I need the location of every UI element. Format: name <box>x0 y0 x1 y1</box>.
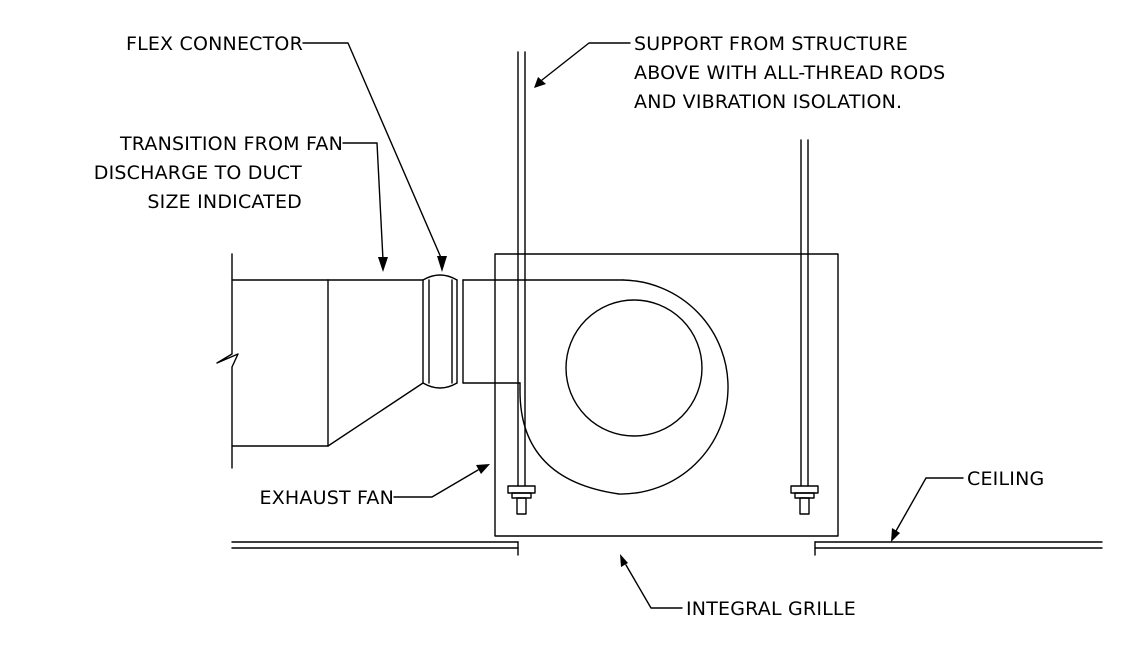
flex-connector <box>422 274 464 389</box>
fan-wheel <box>565 299 703 437</box>
leader-support <box>534 42 631 88</box>
leader-ceiling <box>891 477 964 542</box>
label-support-line3: AND VIBRATION ISOLATION. <box>634 91 902 113</box>
label-flex-connector: FLEX CONNECTOR <box>126 33 303 55</box>
leader-transition <box>342 142 388 272</box>
fan-cabinet <box>494 253 839 537</box>
leader-exhaust-fan <box>393 464 490 498</box>
hanger-rod-left <box>517 51 526 487</box>
fan-outlet <box>462 279 624 390</box>
transition <box>327 279 424 447</box>
label-transition-line3: SIZE INDICATED <box>147 191 302 213</box>
leader-flex-connector <box>302 42 447 272</box>
fan-scroll <box>519 279 729 495</box>
label-integral-grille: INTEGRAL GRILLE <box>686 598 856 620</box>
leader-integral-grille <box>620 554 683 609</box>
vibration-isolator-right <box>790 485 819 515</box>
hanger-rod-right <box>800 139 809 487</box>
label-ceiling: CEILING <box>967 468 1044 490</box>
label-exhaust-fan: EXHAUST FAN <box>259 487 394 509</box>
ceiling <box>231 541 1103 556</box>
label-transition-line1: TRANSITION FROM FAN <box>119 133 343 155</box>
label-support-line1: SUPPORT FROM STRUCTURE <box>634 33 908 55</box>
label-support-line2: ABOVE WITH ALL-THREAD RODS <box>634 62 945 84</box>
vibration-isolator-left <box>507 485 536 515</box>
duct <box>216 253 329 469</box>
label-transition-line2: DISCHARGE TO DUCT <box>94 162 302 184</box>
